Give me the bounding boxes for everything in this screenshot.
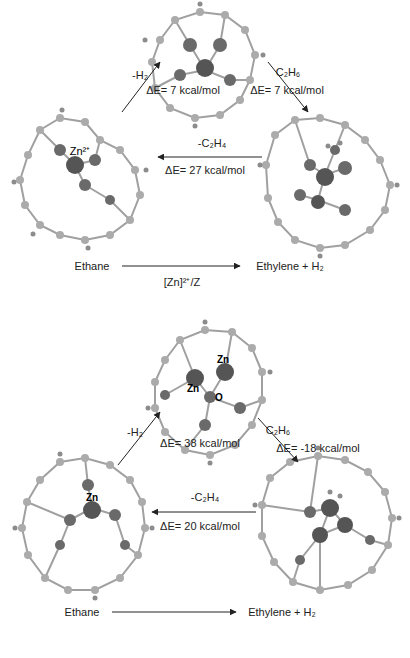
energy-label: ΔE= -18 kcal/mol: [276, 443, 359, 454]
zeolite-cluster: [12, 108, 149, 251]
catalyst-label: [Zn]²⁺/Z: [164, 277, 200, 288]
zeolite-cluster: [253, 446, 402, 595]
reactant-label: C₂H₆: [276, 67, 301, 78]
energy-label: ΔE= 27 kcal/mol: [165, 165, 245, 176]
zeolite-cluster: [258, 114, 400, 259]
energy-label: ΔE= 7 kcal/mol: [250, 85, 324, 96]
atom-label: Zn: [187, 384, 199, 394]
energy-label: ΔE= 7 kcal/mol: [146, 85, 220, 96]
reaction-arrow: [152, 512, 256, 513]
energy-label: ΔE= 20 kcal/mol: [160, 521, 240, 532]
reaction-step-label: -H₂: [127, 427, 143, 438]
zeolite-cluster: [143, 2, 266, 129]
atom-label: Zn: [86, 493, 98, 503]
reactant-label: C₂H₆: [266, 425, 291, 436]
reaction-arrow: [122, 266, 240, 267]
zeolite-cluster: [146, 320, 273, 466]
reaction-arrow: [112, 612, 236, 613]
reaction-arrow: [258, 418, 298, 462]
product-name: Ethylene + H₂: [248, 607, 316, 618]
atom-label: O: [215, 393, 223, 403]
reaction-arrow: [118, 412, 160, 465]
product-label: -C₂H₄: [198, 138, 226, 149]
zeolite-cluster: [13, 452, 155, 601]
energy-label: ΔE= 38 kcal/mol: [160, 438, 240, 449]
reaction-arrow: [158, 157, 262, 158]
product-label: -C₂H₄: [191, 492, 219, 503]
reactant-name: Ethane: [75, 261, 110, 272]
product-name: Ethylene + H₂: [256, 261, 324, 272]
reactant-name: Ethane: [65, 607, 100, 618]
metal-ion-label: Zn²⁺: [70, 146, 91, 157]
atom-label: Zn: [217, 355, 229, 365]
reaction-step-label: -H₂: [132, 70, 148, 81]
